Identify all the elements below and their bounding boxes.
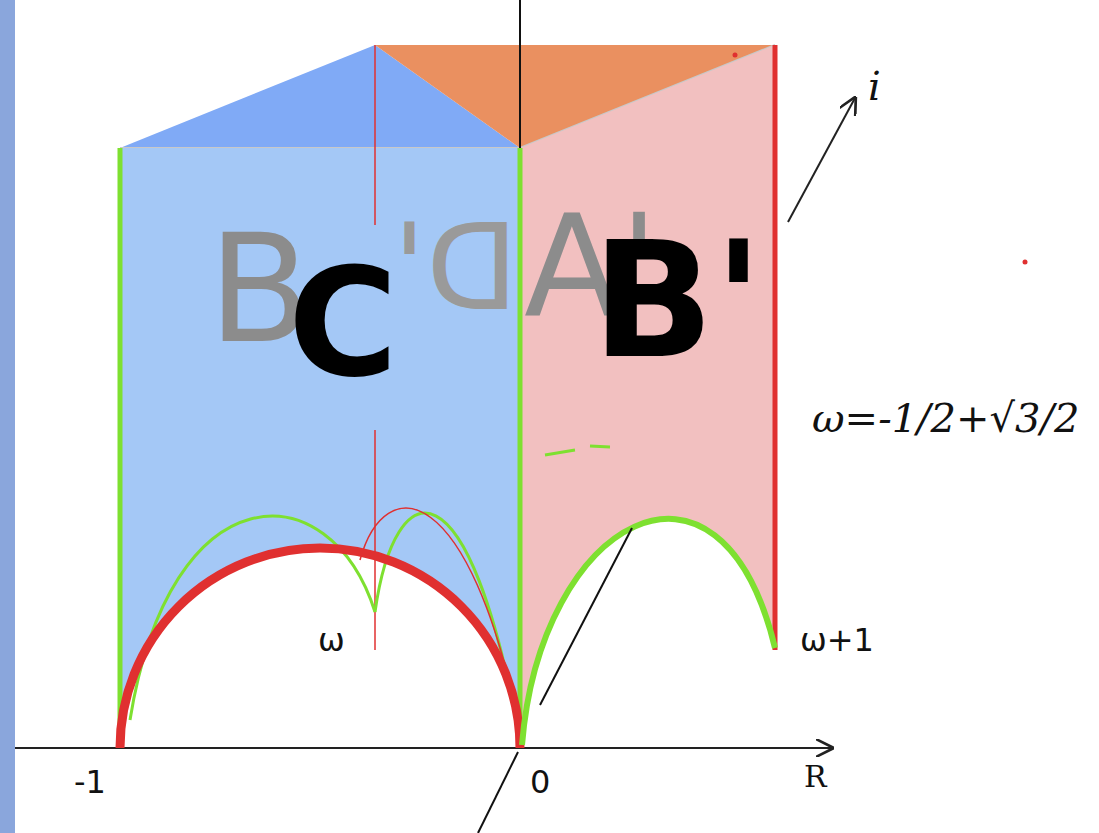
green-arc [375, 513, 520, 742]
prism-face: A'B' [520, 45, 775, 748]
omega-line [374, 430, 376, 650]
edge-bar [0, 0, 15, 833]
tick-label: 0 [530, 766, 550, 798]
face-fill [120, 148, 520, 748]
tick-label: -1 [74, 766, 106, 798]
face-letter: B' [592, 221, 763, 381]
face-shape [520, 45, 775, 748]
imaginary-axis [519, 0, 521, 148]
axis-label: i [868, 66, 881, 106]
green-edge [118, 148, 123, 748]
ghost-letter: D' [393, 208, 518, 328]
i-arrow [788, 98, 855, 222]
leader-line [478, 752, 518, 833]
red-dot [1023, 260, 1028, 265]
omega-line [374, 45, 376, 225]
real-axis [15, 747, 832, 749]
green-dash [545, 446, 610, 455]
green-arc [522, 519, 775, 745]
face-fill [520, 45, 775, 748]
handwritten-note: ω=-1/2+√3/2 [812, 398, 1079, 438]
leader-line [540, 528, 632, 705]
face-letter: C [288, 248, 398, 398]
axis-label: R [804, 762, 827, 792]
red-thin-arc [360, 508, 520, 730]
point-label: ω [318, 624, 345, 656]
prism-face: BCD' [120, 148, 520, 748]
red-edge [773, 45, 778, 650]
red-arc [120, 548, 520, 748]
point-label: ω+1 [800, 624, 874, 656]
green-edge [518, 148, 523, 748]
red-dot [733, 53, 738, 58]
